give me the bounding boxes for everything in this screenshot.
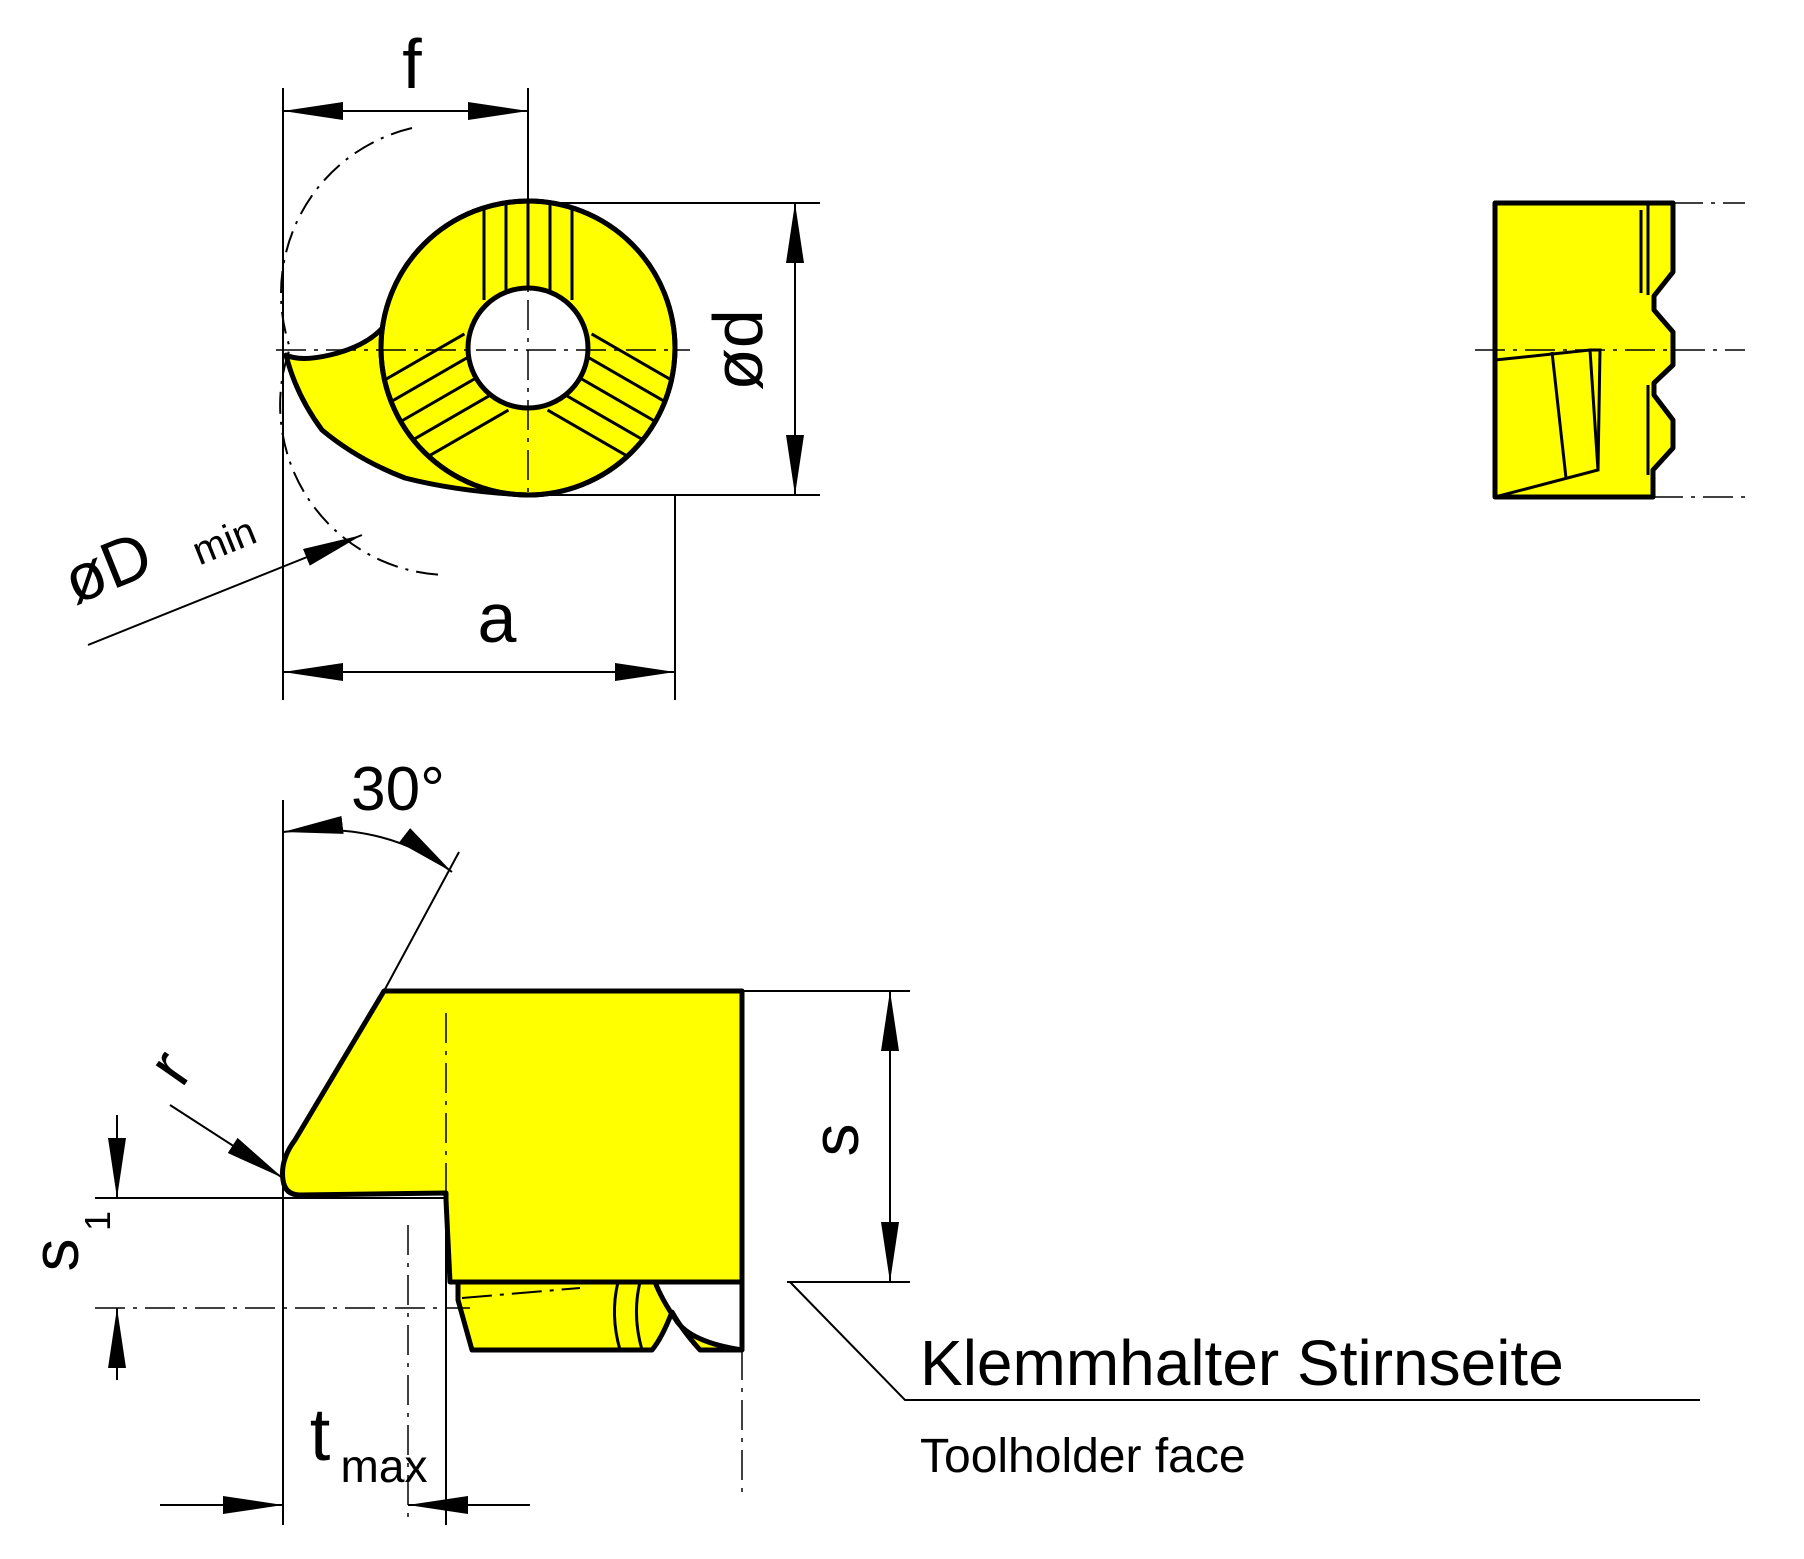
insert-body-bottom bbox=[280, 988, 745, 1285]
toolholder-face-leader bbox=[789, 1281, 1700, 1401]
top-view: f ød a øD min bbox=[53, 25, 820, 700]
svg-text:max: max bbox=[341, 1440, 428, 1492]
svg-text:t: t bbox=[310, 1393, 331, 1476]
caption-en: Toolholder face bbox=[920, 1430, 1246, 1483]
svg-text:min: min bbox=[186, 509, 262, 574]
label-s1: s 1 bbox=[18, 1211, 118, 1272]
label-angle: 30° bbox=[351, 755, 445, 824]
label-dmin: øD min bbox=[53, 509, 263, 618]
chipbreaker-grooves bbox=[381, 201, 675, 462]
dim-angle-arc bbox=[282, 816, 453, 873]
label-a: a bbox=[478, 579, 517, 657]
label-tmax: t max bbox=[310, 1393, 428, 1492]
dim-dmin-leader bbox=[87, 534, 363, 646]
dim-r-leader bbox=[169, 1104, 284, 1179]
label-s: s bbox=[798, 1124, 872, 1157]
label-r: r bbox=[133, 1037, 206, 1097]
side-view bbox=[1475, 200, 1745, 500]
svg-text:øD: øD bbox=[53, 516, 162, 618]
label-f: f bbox=[402, 25, 422, 103]
svg-text:1: 1 bbox=[77, 1211, 118, 1231]
label-d: ød bbox=[699, 309, 777, 391]
bottom-view: 30° r s s 1 t max Klemmhalter Stirnseite… bbox=[18, 755, 1700, 1525]
insert-lower-part bbox=[455, 1279, 745, 1353]
svg-text:s: s bbox=[18, 1239, 92, 1272]
caption-de: Klemmhalter Stirnseite bbox=[920, 1327, 1564, 1399]
